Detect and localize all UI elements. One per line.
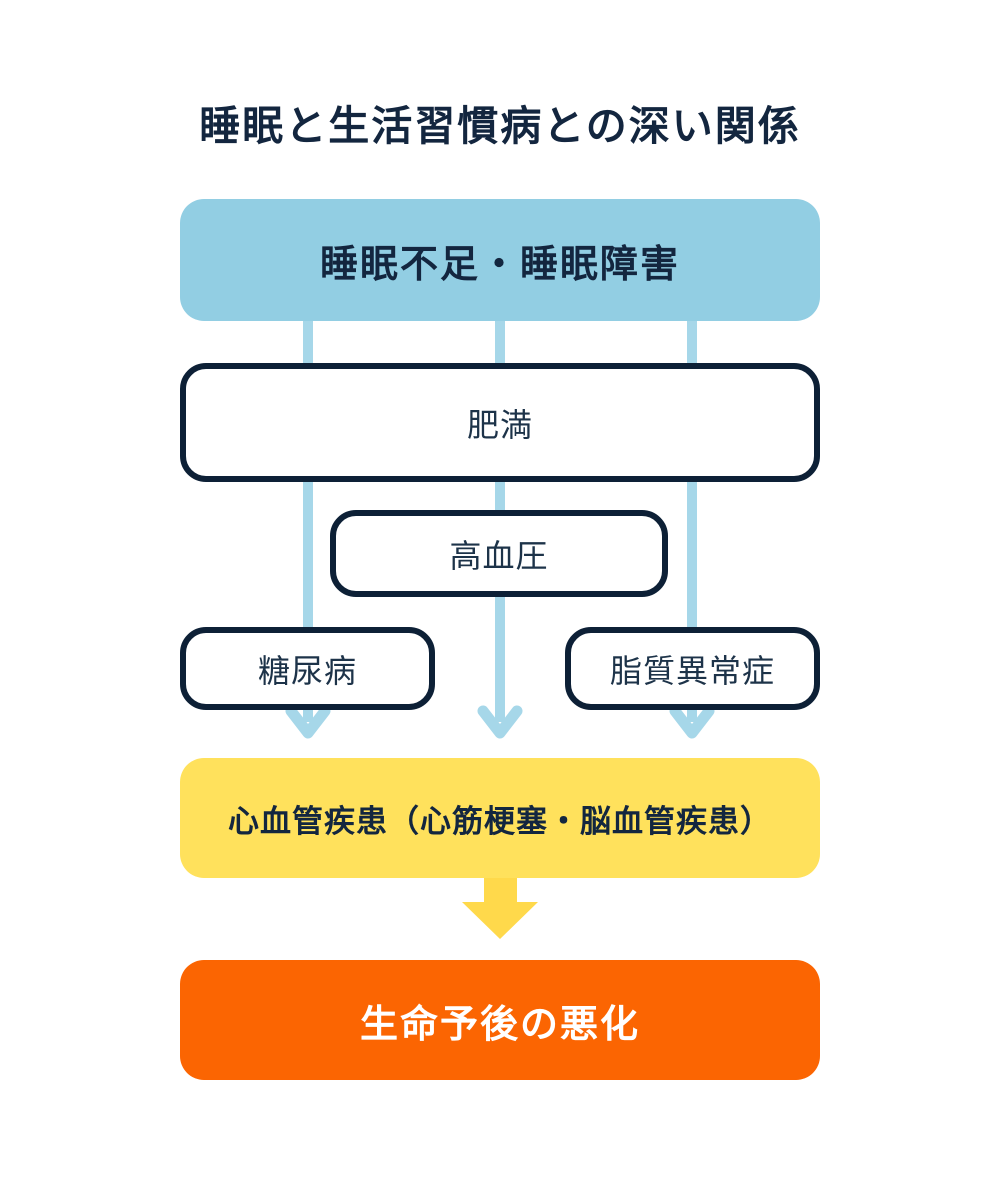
node-sleep-problem: 睡眠不足・睡眠障害	[180, 199, 820, 321]
block-arrow-down-icon	[462, 877, 538, 939]
arrow-down-icon	[477, 705, 523, 739]
arrow-down-icon	[285, 705, 331, 739]
node-diabetes: 糖尿病	[180, 627, 435, 710]
node-sleep-problem-label: 睡眠不足・睡眠障害	[319, 243, 680, 286]
node-outcome-label: 生命予後の悪化	[359, 1003, 640, 1046]
page-title: 睡眠と生活習慣病との深い関係	[199, 103, 801, 149]
node-dyslipidemia-label: 脂質異常症	[609, 652, 775, 689]
node-dyslipidemia: 脂質異常症	[565, 627, 820, 710]
node-obesity-label: 肥満	[466, 406, 533, 443]
node-obesity: 肥満	[180, 363, 820, 482]
node-hypertension: 高血圧	[330, 510, 668, 597]
node-hypertension-label: 高血圧	[449, 537, 549, 574]
arrow-down-icon	[669, 705, 715, 739]
node-cardiovascular-label: 心血管疾患（心筋梗塞・脳血管疾患）	[228, 803, 772, 839]
node-cardiovascular: 心血管疾患（心筋梗塞・脳血管疾患）	[180, 758, 820, 878]
node-diabetes-label: 糖尿病	[257, 652, 357, 689]
node-outcome: 生命予後の悪化	[180, 960, 820, 1080]
